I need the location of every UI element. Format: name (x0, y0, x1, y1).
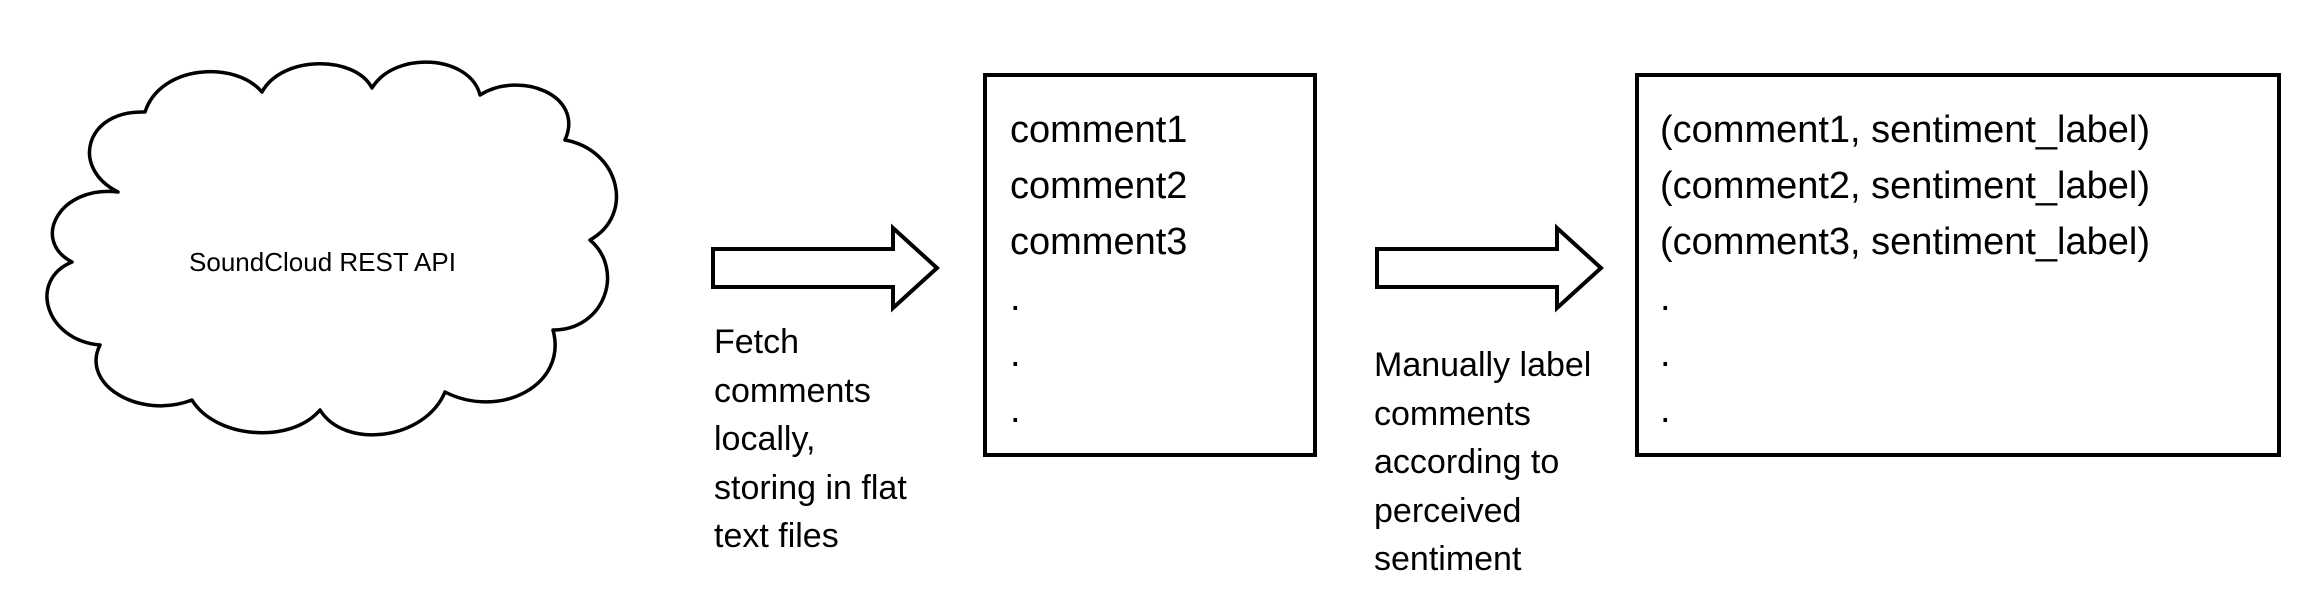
labeled-comments-box (1635, 73, 2281, 457)
labeled-comment-line: (comment3, sentiment_label) (1660, 221, 2150, 263)
raw-comment-line: comment3 (1010, 221, 1188, 263)
fetch-step-line: Fetch (714, 323, 800, 361)
labeled-comment-line: (comment2, sentiment_label) (1660, 165, 2150, 207)
raw-comments-box (983, 73, 1317, 457)
raw-comment-line: comment1 (1010, 109, 1188, 151)
labeled-comment-line: (comment1, sentiment_label) (1660, 109, 2150, 151)
raw-comment-ellipsis: . (1010, 389, 1021, 431)
labeled-comment-ellipsis: . (1660, 277, 1671, 319)
fetch-arrow (711, 223, 940, 313)
source-label: SoundCloud REST API (189, 247, 456, 277)
fetch-step-line: comments (714, 371, 871, 410)
labeled-comments-list: (comment1, sentiment_label) (comment2, s… (1660, 102, 2150, 438)
raw-comments-list: comment1 comment2 comment3 . . . (1010, 102, 1187, 438)
source-cloud (45, 60, 619, 437)
label-step-line: sentiment (1374, 540, 1522, 578)
label-step-line: comments (1374, 394, 1531, 433)
raw-comment-ellipsis: . (1010, 277, 1021, 319)
labeled-comment-ellipsis: . (1660, 389, 1671, 431)
label-step-line: Manually label (1374, 346, 1592, 384)
fetch-step-line: storing in flat (714, 468, 907, 507)
label-arrow (1375, 223, 1604, 313)
fetch-step-label: Fetch comments locally, storing in flat … (714, 318, 907, 561)
fetch-step-line: text files (714, 517, 839, 555)
raw-comment-line: comment2 (1010, 165, 1188, 207)
fetch-step-line: locally, (714, 420, 816, 458)
raw-comment-ellipsis: . (1010, 333, 1021, 375)
labeled-comment-ellipsis: . (1660, 333, 1671, 375)
label-step-line: perceived (1374, 491, 1522, 530)
label-step-label: Manually label comments according to per… (1374, 341, 1591, 584)
label-step-line: according to (1374, 443, 1560, 481)
